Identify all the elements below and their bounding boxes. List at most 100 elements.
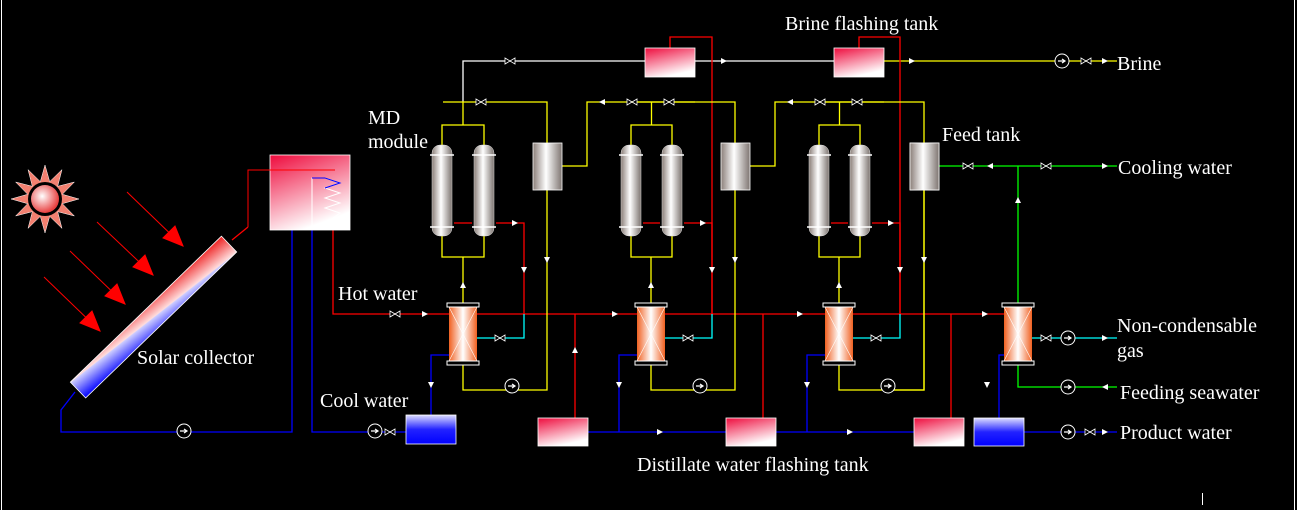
heat-exchanger[interactable] [634, 302, 668, 366]
cool-water-tank[interactable] [405, 414, 457, 445]
valve-icon[interactable] [1040, 334, 1052, 342]
distillate-flashing-tank[interactable] [725, 417, 777, 447]
flow-arrow-icon [732, 257, 738, 263]
valve-icon[interactable] [962, 162, 974, 170]
solar-loop-pump-icon[interactable] [176, 423, 192, 439]
cool-water-pump-icon[interactable] [367, 423, 383, 439]
valve-body [494, 334, 506, 342]
md-module[interactable] [807, 144, 831, 237]
md-module[interactable] [660, 144, 684, 237]
valve-icon[interactable] [475, 98, 487, 106]
feed-manifold-pipe [818, 124, 861, 145]
brine-flashing-tank[interactable] [833, 47, 885, 78]
flow-arrow-icon [648, 282, 654, 288]
feed-manifold-pipe [630, 124, 673, 145]
flow-arrow-icon [612, 311, 618, 317]
valve-icon[interactable] [851, 98, 863, 106]
heat-exchanger-cross [448, 306, 478, 362]
label-cooling-water: Cooling water [1118, 157, 1232, 179]
hot-return-pipe [684, 222, 713, 314]
valve-body [475, 98, 487, 106]
valve-icon[interactable] [814, 98, 826, 106]
valve-icon[interactable] [389, 310, 401, 318]
feeding-seawater-pipe [1017, 365, 1117, 388]
feed-manifold-pipe [630, 236, 673, 258]
valve-icon[interactable] [1084, 428, 1096, 436]
valve-icon[interactable] [1040, 162, 1052, 170]
heat-exchanger-cap [446, 302, 480, 308]
valve-icon[interactable] [494, 334, 506, 342]
flow-arrow-icon [1102, 58, 1108, 64]
md-module[interactable] [619, 144, 643, 237]
pump-arrow [180, 428, 189, 434]
valve-body [962, 162, 974, 170]
label-non-condensable-1: Non-condensable [1117, 315, 1257, 337]
feed-pump-icon[interactable] [880, 378, 896, 394]
heat-exchanger-cap [1001, 360, 1035, 366]
pump-arrow [1064, 429, 1073, 435]
heat-exchanger-cap [1001, 302, 1035, 308]
permeate-pipe [853, 314, 901, 339]
brine-tank-vapor-pipe [858, 36, 901, 314]
feed-pump-icon[interactable] [504, 378, 520, 394]
valve-icon[interactable] [1080, 57, 1092, 65]
collector-return-pipe [60, 230, 293, 433]
valve-icon[interactable] [663, 98, 675, 106]
heat-exchanger-cross [1003, 306, 1033, 362]
permeate-pipe [665, 314, 713, 339]
heat-exchanger[interactable] [822, 302, 856, 366]
product-water-tank[interactable] [973, 417, 1025, 447]
md-module[interactable] [848, 144, 872, 237]
gray-buffer-tank[interactable] [532, 142, 563, 191]
gas-pump-icon[interactable] [1060, 330, 1076, 346]
gray-buffer-tank[interactable] [720, 142, 751, 191]
sun-icon [10, 164, 80, 234]
seawater-pump-icon[interactable] [1060, 379, 1076, 395]
feed-tank[interactable] [909, 142, 940, 191]
feed-pipe [887, 190, 925, 391]
flow-arrow-icon [888, 220, 894, 226]
brine-flashing-tank[interactable] [644, 47, 696, 78]
distillate-flashing-tank[interactable] [913, 417, 965, 447]
product-pump-icon[interactable] [1060, 424, 1076, 440]
md-module-body [431, 144, 453, 237]
hot-water-storage-tank[interactable] [247, 154, 351, 231]
valve-icon[interactable] [870, 334, 882, 342]
flow-arrow-icon [982, 311, 988, 317]
label-distillate-tank: Distillate water flashing tank [637, 454, 869, 476]
valve-icon[interactable] [626, 98, 638, 106]
label-cool-water: Cool water [320, 390, 409, 412]
heat-exchanger[interactable] [446, 302, 480, 366]
solar-collector[interactable] [69, 235, 238, 399]
flow-arrow-icon [909, 58, 915, 64]
valve-icon[interactable] [682, 334, 694, 342]
valve-body [626, 98, 638, 106]
ray-arrowhead [132, 254, 154, 276]
ray-arrowhead [79, 310, 101, 332]
valve-icon[interactable] [384, 428, 396, 436]
flow-arrow-icon [897, 267, 903, 273]
feed-pump-icon[interactable] [692, 378, 708, 394]
valve-body [1084, 428, 1096, 436]
heat-exchanger[interactable] [1001, 302, 1035, 366]
feed-pipe [631, 101, 736, 143]
flow-arrow-icon [616, 382, 622, 388]
md-module[interactable] [430, 144, 454, 237]
flow-arrow-icon [544, 257, 550, 263]
distillate-flashing-tank[interactable] [537, 417, 589, 447]
heat-exchanger-cap [822, 360, 856, 366]
valve-icon[interactable] [504, 57, 516, 65]
flow-arrow-icon [460, 282, 466, 288]
feed-pipe [443, 101, 548, 143]
heat-exchanger-cap [634, 302, 668, 308]
flow-arrow-icon [847, 429, 853, 435]
md-module[interactable] [472, 144, 496, 237]
flow-arrow-icon [572, 347, 578, 353]
valve-body [384, 428, 396, 436]
brine-pump-icon[interactable] [1054, 53, 1070, 69]
label-feeding-seawater: Feeding seawater [1120, 382, 1260, 404]
flow-arrow-icon [422, 311, 428, 317]
flow-arrow-icon [521, 267, 527, 273]
